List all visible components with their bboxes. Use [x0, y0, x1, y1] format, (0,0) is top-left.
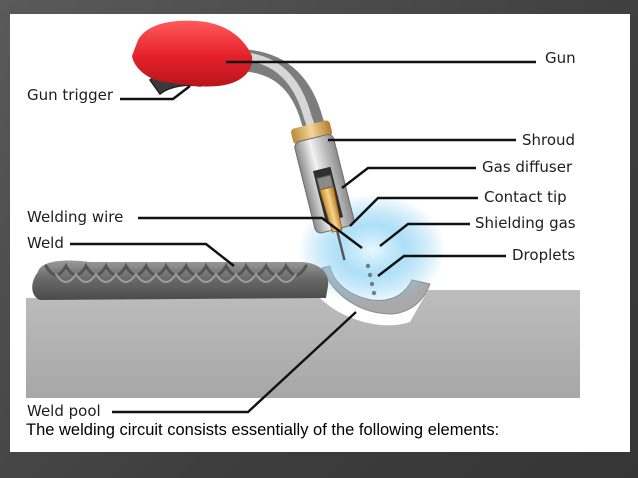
leader-contact-tip	[349, 196, 478, 227]
leader-gas-diffuser	[341, 166, 476, 189]
leader-gun-trigger	[120, 85, 191, 101]
label-gun-trigger: Gun trigger	[27, 86, 114, 104]
leader-weld	[70, 242, 235, 267]
leader-weld-pool	[112, 311, 357, 414]
label-shielding-gas: Shielding gas	[475, 214, 576, 232]
leader-lines	[70, 60, 536, 414]
weld-bead	[32, 260, 329, 300]
workpiece-plate	[26, 290, 580, 398]
diagram-caption: The welding circuit consists essentially…	[26, 421, 500, 439]
label-gun: Gun	[545, 49, 576, 67]
gun-handle	[132, 20, 253, 87]
leader-droplets	[377, 254, 506, 277]
label-droplets: Droplets	[512, 246, 575, 264]
label-contact-tip: Contact tip	[484, 188, 567, 206]
label-shroud: Shroud	[522, 131, 575, 149]
label-welding-wire: Welding wire	[27, 208, 123, 226]
leader-welding-wire	[138, 216, 363, 249]
label-gas-diffuser: Gas diffuser	[482, 158, 573, 176]
leader-shielding-gas	[379, 222, 470, 247]
label-weld: Weld	[27, 234, 64, 252]
label-weld-pool: Weld pool	[27, 402, 101, 420]
droplets	[365, 263, 377, 296]
